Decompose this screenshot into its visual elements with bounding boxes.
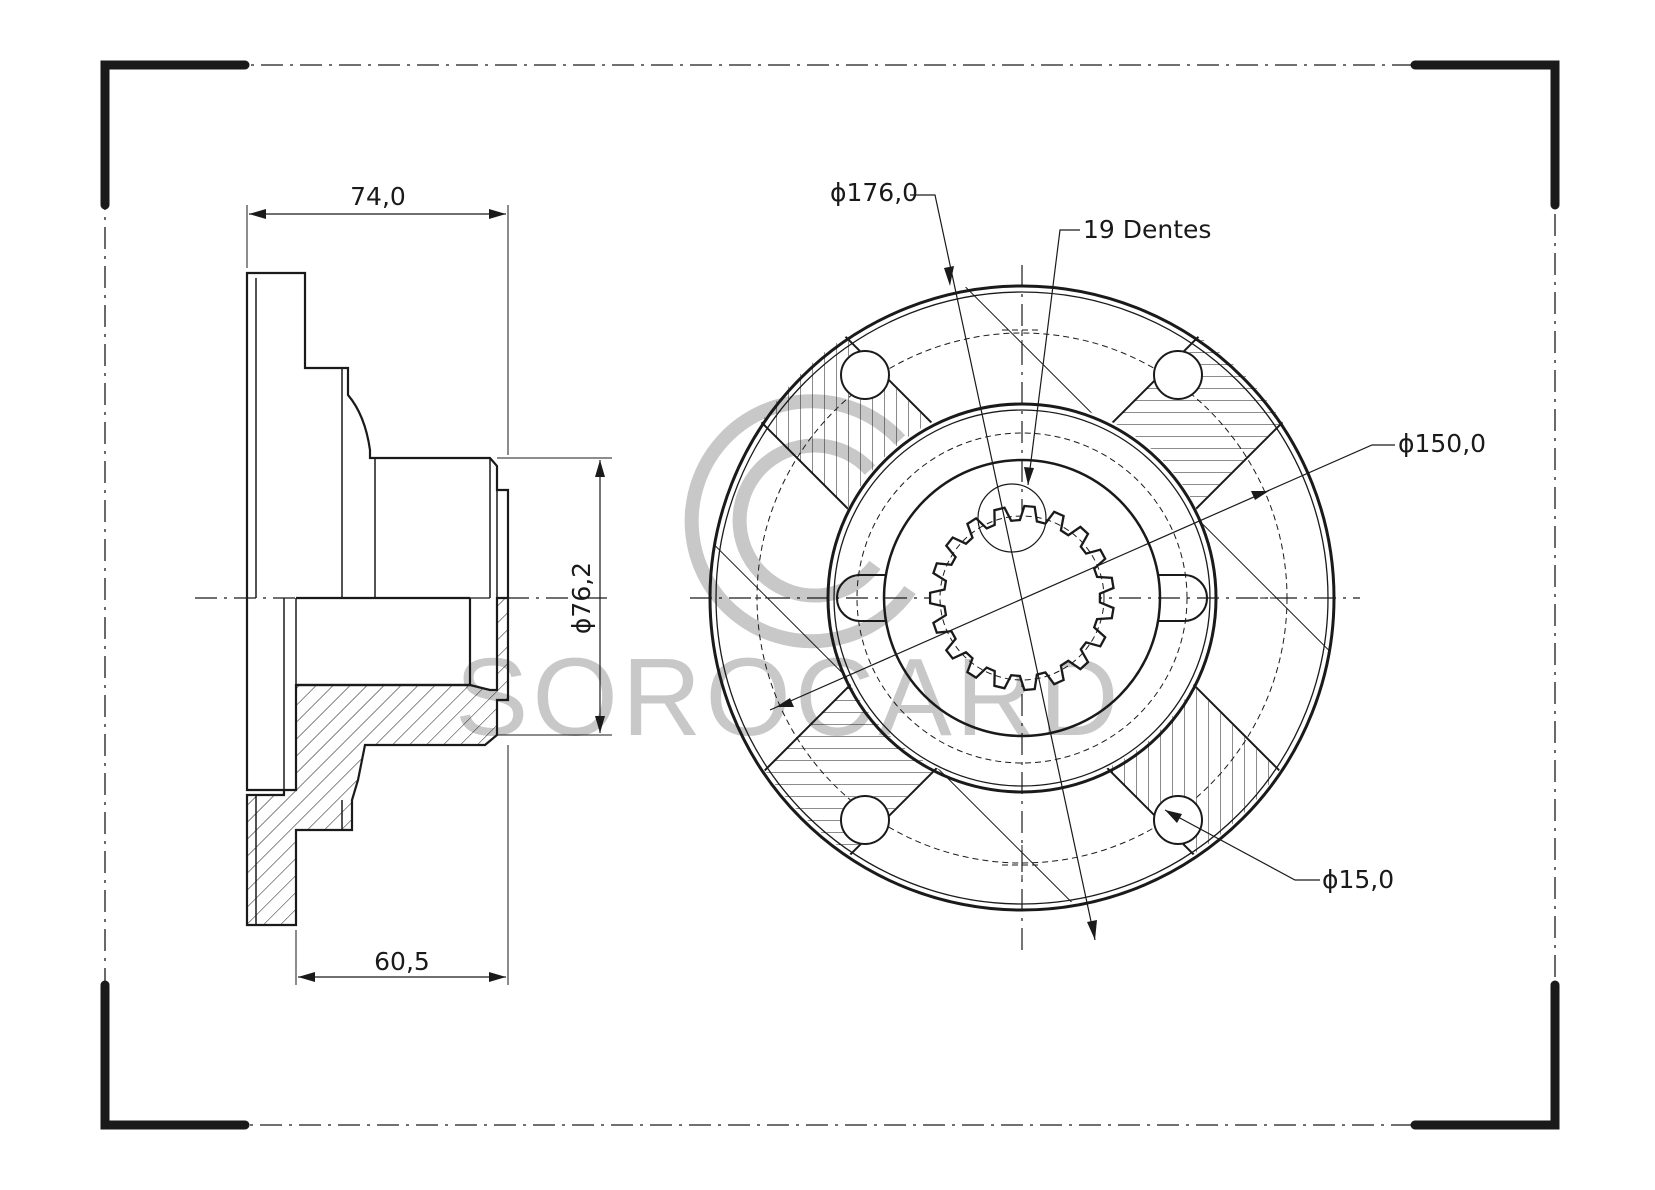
dim-bolt-circle: ϕ150,0 xyxy=(1398,429,1486,458)
dim-outer-diameter: ϕ176,0 xyxy=(830,178,918,207)
label-spline-teeth: 19 Dentes xyxy=(1083,215,1211,244)
dim-hole-diameter: ϕ15,0 xyxy=(1322,865,1394,894)
drawing-frame xyxy=(100,60,1560,1130)
dim-hub-length: 60,5 xyxy=(374,947,430,976)
dim-hub-diameter: ϕ76,2 xyxy=(567,562,596,634)
front-view xyxy=(690,194,1395,950)
side-view xyxy=(195,205,612,985)
dim-overall-length: 74,0 xyxy=(350,182,406,211)
